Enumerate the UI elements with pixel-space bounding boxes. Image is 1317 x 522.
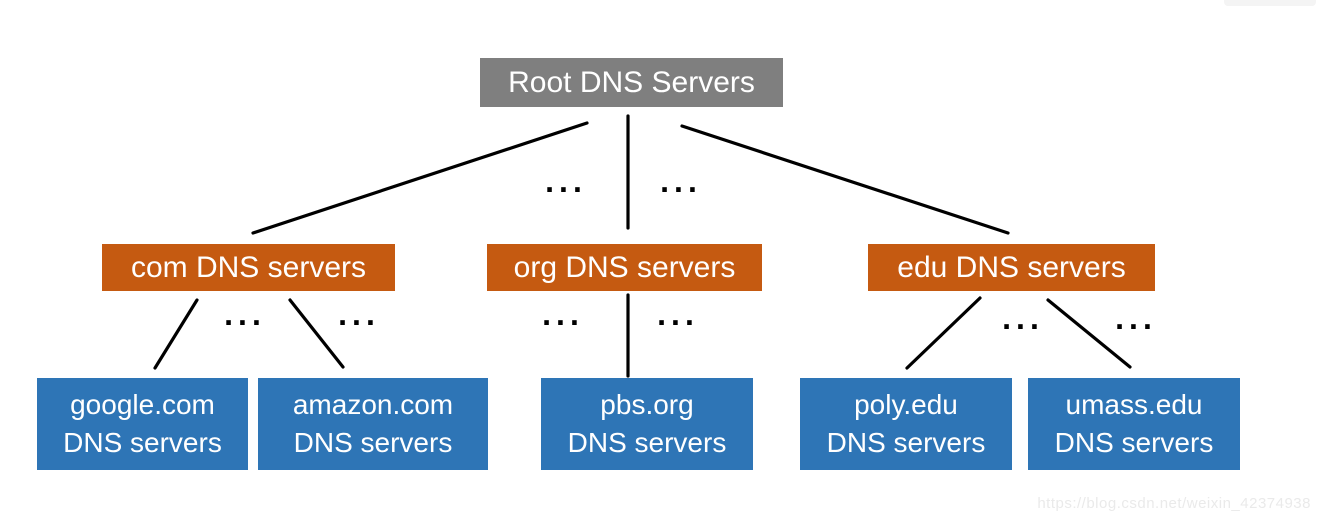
edge-edu-poly [905, 296, 982, 370]
node-label-line1: google.com [70, 389, 215, 421]
ellipsis-org-left: ... [542, 296, 584, 333]
watermark: https://blog.csdn.net/weixin_42374938 [1037, 495, 1311, 512]
edge-com-amazon [288, 298, 345, 369]
ellipsis-org-right: ... [657, 296, 699, 333]
node-label-line1: pbs.org [600, 389, 694, 421]
node-label-line2: DNS servers [1054, 427, 1214, 458]
node-label-line1: poly.edu [854, 389, 958, 421]
ellipsis-com-left: ... [224, 296, 266, 333]
node-label-line2: DNS servers [63, 427, 222, 458]
node-label-line2: DNS servers [293, 427, 453, 458]
pbs-authoritative-node: pbs.org DNS servers [541, 378, 753, 470]
edge-edu-umass [1046, 298, 1132, 369]
ellipsis-root-right: ... [660, 163, 702, 200]
org-tld-node: org DNS servers [487, 244, 762, 291]
umass-authoritative-node: umass.edu DNS servers [1028, 378, 1240, 470]
node-label-line1: umass.edu [1065, 389, 1203, 421]
edge-com-google [153, 298, 199, 370]
node-label-line2: DNS servers [567, 427, 727, 458]
top-right-smudge [1224, 0, 1316, 6]
edge-root-edu [680, 124, 1010, 235]
node-label-line2: DNS servers [826, 427, 986, 458]
edge-root-com [251, 121, 589, 235]
amazon-authoritative-node: amazon.com DNS servers [258, 378, 488, 470]
edu-tld-node: edu DNS servers [868, 244, 1155, 291]
root-dns-node: Root DNS Servers [480, 58, 783, 107]
ellipsis-com-right: ... [338, 296, 380, 333]
poly-authoritative-node: poly.edu DNS servers [800, 378, 1012, 470]
ellipsis-edu-right: ... [1115, 300, 1157, 337]
ellipsis-edu-left: ... [1002, 300, 1044, 337]
ellipsis-root-left: ... [545, 163, 587, 200]
node-label-line1: amazon.com [292, 389, 454, 421]
com-tld-node: com DNS servers [102, 244, 395, 291]
google-authoritative-node: google.com DNS servers [37, 378, 248, 470]
